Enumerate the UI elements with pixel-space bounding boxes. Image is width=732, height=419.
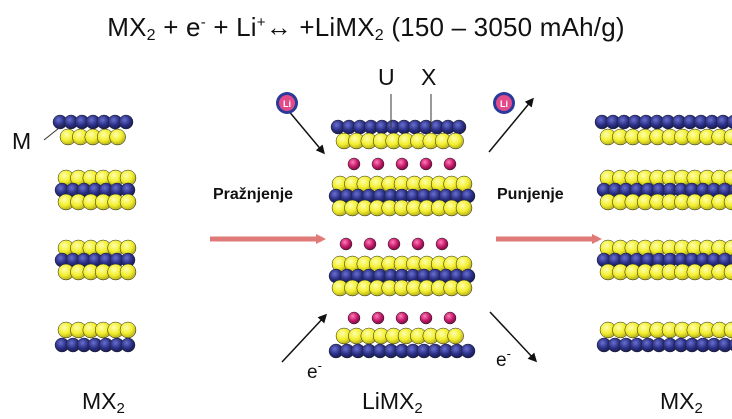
lithium-atom: [347, 311, 361, 325]
metal-atom: [118, 114, 134, 130]
chalcogen-atom: [119, 193, 137, 211]
lithium-atom: [371, 157, 385, 171]
metal-atom: [728, 253, 732, 267]
metal-atom: [728, 338, 732, 352]
chalcogen-atom: [723, 169, 732, 187]
li-out-arrow: [488, 97, 534, 153]
svg-text:Li: Li: [283, 99, 291, 109]
chalcogen-atom: [119, 263, 137, 281]
electron-left-label: e-: [307, 358, 322, 383]
middle-structure-label: LiMX2: [362, 388, 423, 417]
left-structure-label: MX2: [82, 388, 125, 417]
chalcogen-atom: [723, 321, 732, 339]
chalcogen-atom: [723, 263, 732, 281]
lithium-atom: [395, 157, 409, 171]
metal-atom: [726, 115, 732, 129]
metal-atom: [728, 183, 732, 197]
m-leader-line: [43, 123, 65, 141]
chalcogen-atom: [723, 128, 732, 146]
chalcogen-atom: [447, 327, 464, 345]
chalcogen-atom: [447, 132, 464, 150]
chalcogen-atom: [119, 321, 137, 339]
svg-text:Li: Li: [500, 99, 508, 109]
metal-atom: [451, 119, 467, 135]
electron-out-arrow: [489, 311, 538, 363]
right-structure-label: MX2: [660, 388, 703, 417]
chalcogen-atom: [455, 199, 473, 217]
lithium-atom: [435, 237, 449, 251]
lithium-atom: [419, 157, 433, 171]
electron-in-arrow: [281, 313, 328, 363]
lithium-atom: [419, 311, 433, 325]
electron-right-label: e-: [496, 346, 511, 371]
lithium-atom: [395, 311, 409, 325]
lithium-atom: [371, 311, 385, 325]
lithium-atom: [387, 237, 401, 251]
reaction-equation: MX2 + e- + Li+↔ +LiMX2 (150 – 3050 mAh/g…: [107, 12, 625, 44]
discharge-label: Pražnjenje: [213, 186, 294, 203]
li-ion-icon: Li: [276, 92, 298, 114]
u-atom-label: U: [378, 64, 395, 90]
lithium-atom: [443, 157, 457, 171]
x-atom-label: X: [421, 64, 437, 90]
chalcogen-atom: [723, 239, 732, 257]
chalcogen-atom: [109, 128, 126, 146]
chalcogen-atom: [723, 193, 732, 211]
charge-label: Punjenje: [497, 186, 564, 203]
lithium-atom: [363, 237, 377, 251]
m-atom-label: M: [12, 128, 32, 154]
lithium-atom: [347, 157, 361, 171]
lithium-atom: [339, 237, 353, 251]
chalcogen-atom: [455, 279, 473, 297]
metal-atom: [717, 337, 732, 353]
metal-atom: [120, 337, 136, 353]
metal-atom: [460, 343, 476, 359]
lithium-atom: [443, 311, 457, 325]
lithium-atom: [411, 237, 425, 251]
li-ion-icon: Li: [493, 92, 515, 114]
